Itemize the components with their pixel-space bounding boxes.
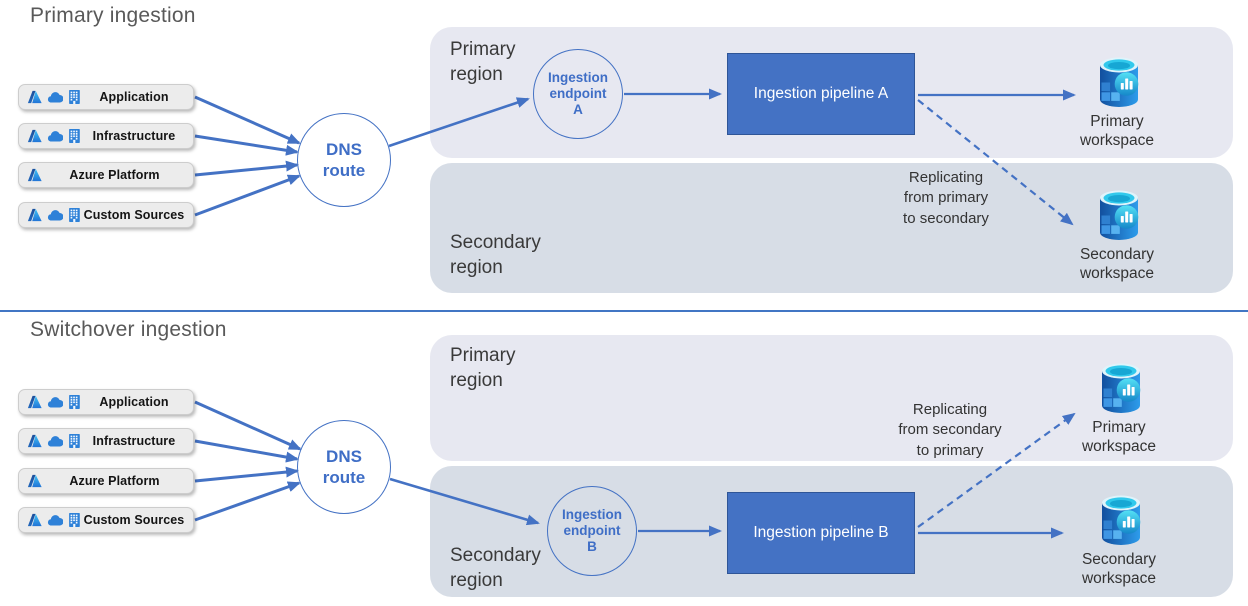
azure-logo-icon	[27, 129, 42, 143]
ingestion-endpoint-b-node: Ingestion endpoint B	[547, 486, 637, 576]
section-divider	[0, 310, 1248, 312]
cloud-icon	[47, 210, 63, 221]
source-label: Azure Platform	[69, 474, 160, 488]
source-infrastructure-top: Infrastructure	[18, 123, 194, 149]
source-custom-sources-top: Custom Sources	[18, 202, 194, 228]
cloud-icon	[47, 131, 63, 142]
azure-logo-icon	[27, 474, 42, 488]
building-icon	[69, 208, 80, 222]
source-label: Application	[99, 90, 169, 104]
building-icon	[69, 90, 80, 104]
ingestion-pipeline-a-box: Ingestion pipeline A	[727, 53, 915, 135]
source-azure-platform-top: Azure Platform	[18, 162, 194, 188]
cloud-icon	[47, 515, 63, 526]
arrow-infrastructure-to-dns-top	[194, 134, 299, 156]
arrow-custom-sources-to-dns-bottom	[194, 481, 301, 522]
azure-logo-icon	[27, 168, 42, 182]
arrow-application-to-dns-top	[194, 95, 301, 145]
primary-region-label-top: Primary region	[450, 39, 516, 86]
section-title-switchover-ingestion: Switchover ingestion	[30, 318, 227, 341]
secondary-region-label-bottom: Secondary region	[450, 545, 541, 592]
secondary-region-box-top	[430, 163, 1233, 293]
arrow-azure-platform-to-dns-bottom	[194, 466, 299, 483]
replication-note-top: Replicating from primary to secondary	[903, 169, 989, 227]
azure-logo-icon	[27, 395, 42, 409]
ingestion-endpoint-a-node: Ingestion endpoint A	[533, 49, 623, 139]
arrow-infrastructure-to-dns-bottom	[194, 439, 299, 463]
source-label: Application	[99, 395, 169, 409]
cloud-icon	[47, 397, 63, 408]
source-label: Infrastructure	[92, 129, 176, 143]
section-title-primary-ingestion: Primary ingestion	[30, 4, 196, 27]
primary-workspace-label-top: Primary workspace	[1079, 113, 1155, 150]
source-label: Custom Sources	[83, 208, 185, 222]
secondary-region-label-top: Secondary region	[450, 232, 541, 279]
source-application-bottom: Application	[18, 389, 194, 415]
source-label: Azure Platform	[69, 168, 160, 182]
source-icons	[27, 394, 81, 410]
source-label: Infrastructure	[92, 434, 176, 448]
azure-logo-icon	[27, 513, 42, 527]
azure-logo-icon	[27, 90, 42, 104]
dns-route-node-bottom: DNS route	[297, 420, 391, 514]
secondary-workspace-label-bottom: Secondary workspace	[1081, 551, 1157, 588]
source-application-top: Application	[18, 84, 194, 110]
dns-route-node-top: DNS route	[297, 113, 391, 207]
source-icons	[27, 512, 81, 528]
source-infrastructure-bottom: Infrastructure	[18, 428, 194, 454]
source-icons	[27, 207, 81, 223]
source-icons	[27, 89, 81, 105]
source-icons	[27, 128, 81, 144]
log-analytics-workspace-icon	[1098, 362, 1144, 419]
arrow-custom-sources-to-dns-top	[194, 174, 301, 217]
source-label: Custom Sources	[83, 513, 185, 527]
log-analytics-workspace-icon	[1098, 494, 1144, 551]
replication-note-bottom: Replicating from secondary to primary	[898, 401, 1002, 459]
ingestion-pipeline-b-box: Ingestion pipeline B	[727, 492, 915, 574]
azure-logo-icon	[27, 208, 42, 222]
arrow-azure-platform-to-dns-top	[194, 160, 299, 177]
source-icons	[27, 433, 81, 449]
cloud-icon	[47, 92, 63, 103]
primary-region-label-bottom: Primary region	[450, 345, 516, 392]
source-custom-sources-bottom: Custom Sources	[18, 507, 194, 533]
log-analytics-workspace-icon	[1096, 56, 1142, 113]
secondary-workspace-label-top: Secondary workspace	[1079, 246, 1155, 283]
arrow-application-to-dns-bottom	[194, 400, 302, 451]
source-icons	[27, 168, 42, 182]
building-icon	[69, 395, 80, 409]
log-analytics-workspace-icon	[1096, 189, 1142, 246]
source-azure-platform-bottom: Azure Platform	[18, 468, 194, 494]
primary-workspace-label-bottom: Primary workspace	[1081, 419, 1157, 456]
building-icon	[69, 513, 80, 527]
source-icons	[27, 474, 42, 488]
building-icon	[69, 129, 80, 143]
cloud-icon	[47, 436, 63, 447]
primary-region-box-bottom	[430, 335, 1233, 461]
azure-logo-icon	[27, 434, 42, 448]
building-icon	[69, 434, 80, 448]
